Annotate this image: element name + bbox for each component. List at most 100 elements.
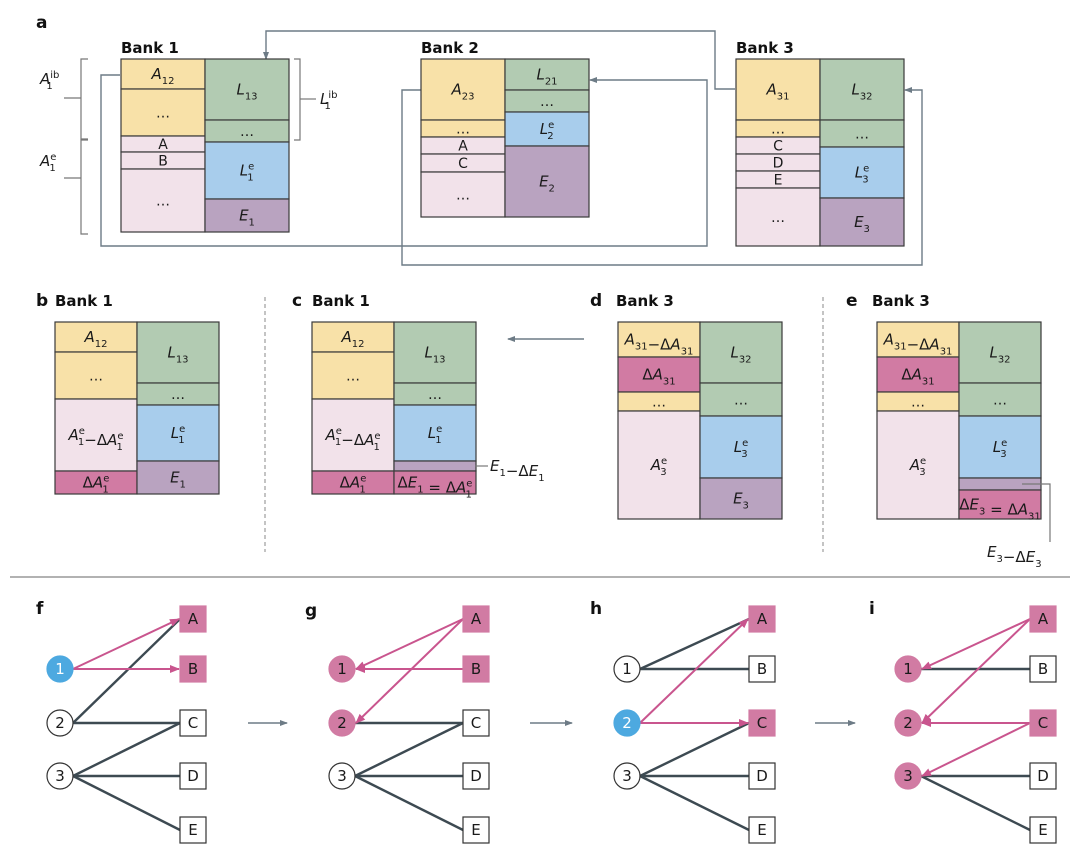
edge-bank1-assetA xyxy=(639,617,750,671)
asset-node-C xyxy=(462,709,490,737)
panel-label-f: f xyxy=(36,599,44,619)
asset-node-D xyxy=(748,762,776,790)
panel-c-assets-cell-label: … xyxy=(346,369,360,385)
panel-label-d: d xyxy=(590,291,602,311)
callout-label-e: E3−ΔE3 xyxy=(987,543,1042,570)
bank1-assets-cell-alloc xyxy=(120,88,206,137)
panel-e-liabilities-cell-label: L32 xyxy=(989,344,1010,366)
bank-node-label: 2 xyxy=(337,714,347,732)
panel-b-assets-cell-label: A12 xyxy=(84,328,108,350)
bank1-liabilities-cell-label: … xyxy=(240,124,254,140)
asset-node-label: D xyxy=(187,767,199,785)
asset-node-label: E xyxy=(471,821,480,839)
bank1-assets-cell-label: A xyxy=(158,137,168,153)
bank1-title-a: Bank 1 xyxy=(121,39,179,57)
edge-bank2-assetA xyxy=(639,618,749,724)
bank-node-2 xyxy=(328,709,356,737)
asset-node-label: A xyxy=(757,610,768,628)
bank3-assets-cell-label: E xyxy=(774,173,783,189)
asset-node-D xyxy=(462,762,490,790)
bank-node-label: 3 xyxy=(622,767,632,785)
bank-node-label: 3 xyxy=(55,767,65,785)
panel-d-liabilities-cell-label: L32 xyxy=(730,344,751,366)
edge-bank2-assetA xyxy=(355,618,464,724)
bracket-a1-ib xyxy=(80,58,88,140)
bank-node-label: 1 xyxy=(337,660,347,678)
bank1-assets-cell-label: … xyxy=(156,106,170,122)
asset-node-E xyxy=(1029,816,1057,844)
asset-node-label: B xyxy=(757,660,767,678)
bank-node-3 xyxy=(894,762,922,790)
panel-c-liabilities-cell-label: … xyxy=(428,387,442,403)
panel-c-assets-cell-label: A12 xyxy=(341,328,365,350)
bank2-assets-cell-label: … xyxy=(456,188,470,204)
panel-e-assets-cell-ext_asset xyxy=(876,410,960,520)
panel-e-liabilities-cell-liab_ib xyxy=(958,382,1042,417)
panel-c-liabilities-cell-equity xyxy=(393,460,477,472)
bank-node-3 xyxy=(613,762,641,790)
bank1-assets-cell-ext_asset xyxy=(120,168,206,233)
panel-e-liabilities-cell-liab_ib xyxy=(958,321,1042,384)
bank-node-1 xyxy=(894,655,922,683)
edge-bank2-assetA xyxy=(921,618,1031,724)
asset-node-A xyxy=(462,605,490,633)
bank1-liabilities-cell-label: L13 xyxy=(236,81,257,103)
asset-node-label: A xyxy=(188,610,199,628)
panel-label-e: e xyxy=(846,291,858,311)
bank2-assets-cell-label: C xyxy=(458,156,468,172)
asset-node-A xyxy=(1029,605,1057,633)
bank1-assets-cell-label: … xyxy=(156,194,170,210)
panel-e-assets-cell-label: A31−ΔA31 xyxy=(883,331,953,358)
connector-bank3-to-bank1 xyxy=(263,30,735,90)
panel-label-b: b xyxy=(36,291,48,311)
panel-d-liabilities-cell-label: … xyxy=(734,393,748,409)
bank-title-d: Bank 3 xyxy=(616,292,674,310)
bank2-liabilities-cell-equity xyxy=(504,145,590,218)
panel-d-assets-cell-label: A31−ΔA31 xyxy=(624,331,694,358)
panel-d-assets-cell-label: ΔA31 xyxy=(642,366,675,388)
bracket-a1-e xyxy=(80,139,88,235)
bank3-assets-cell-ext_asset xyxy=(735,187,821,247)
bank3-liabilities-cell-liab_ib xyxy=(819,58,905,121)
connector-bank1-to-bank2 xyxy=(100,74,708,247)
bank3-assets-cell-alloc xyxy=(735,58,821,121)
panel-b-assets-cell-ext_asset xyxy=(54,398,138,472)
bank2-liabilities-cell-label: L21 xyxy=(536,66,557,88)
bank-node-label: 1 xyxy=(55,660,65,678)
panel-d-assets-cell-label: … xyxy=(652,395,666,411)
panel-e-liabilities-cell-label: … xyxy=(993,393,1007,409)
bracket-l1-ib xyxy=(294,58,301,141)
bank3-assets-cell-label: … xyxy=(771,122,785,138)
bank2-liabilities-cell-liab_ext xyxy=(504,111,590,147)
panel-label-h: h xyxy=(590,599,602,619)
edge-bank3-assetE xyxy=(354,774,464,832)
bank3-assets-cell-label: A31 xyxy=(766,81,790,103)
bank-node-3 xyxy=(328,762,356,790)
callout-line-e xyxy=(1022,483,1051,542)
bank2-liabilities-cell-label: … xyxy=(540,94,554,110)
asset-node-C xyxy=(1029,709,1057,737)
panel-d-assets-cell-ext_asset xyxy=(617,410,701,520)
asset-node-label: D xyxy=(1037,767,1049,785)
panel-c-liabilities-cell-label: L13 xyxy=(424,344,445,366)
panel-d-liabilities-cell-equity xyxy=(699,477,783,520)
panel-b-assets-cell-label: … xyxy=(89,369,103,385)
edge-bank3-assetE xyxy=(72,774,181,832)
bank2-liabilities-cell-label: E2 xyxy=(539,173,555,195)
panel-e-liabilities-cell-liab_ext xyxy=(958,415,1042,479)
panel-d-assets-cell-shock xyxy=(617,356,701,393)
asset-node-E xyxy=(179,816,207,844)
